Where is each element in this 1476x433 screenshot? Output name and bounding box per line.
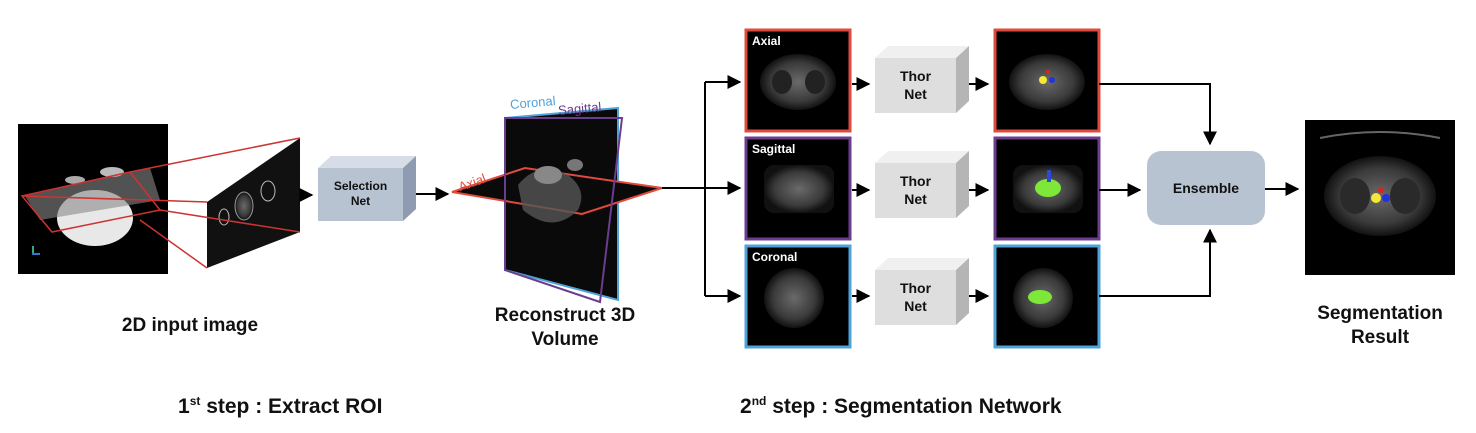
volume-caption-line-1: Reconstruct 3D xyxy=(494,305,636,326)
step1-text: step : Extract ROI xyxy=(200,395,383,418)
step1-num: 1 xyxy=(178,395,190,418)
step2-sup: nd xyxy=(751,394,767,408)
input-3d-render xyxy=(18,124,168,274)
step2-num: 2 xyxy=(740,395,752,418)
ensemble-label: Ensemble xyxy=(1172,180,1240,196)
thor-net-2-line-1: Thor xyxy=(899,173,932,189)
arrows-from-thornets xyxy=(969,77,990,303)
thor-net-label-2: Thor Net xyxy=(875,172,956,208)
arrows-to-ensemble xyxy=(1099,83,1217,297)
result-image xyxy=(1305,120,1455,275)
output-panel-axial xyxy=(993,28,1101,133)
result-caption: Segmentation Result xyxy=(1290,302,1470,350)
thor-net-label-3: Thor Net xyxy=(875,279,956,315)
result-caption-line-2: Result xyxy=(1350,327,1410,348)
step2-text: step : Segmentation Network xyxy=(766,395,1062,418)
view-tag-axial: Axial xyxy=(752,34,781,48)
view-panel-axial xyxy=(744,28,852,133)
thor-net-box-1 xyxy=(875,46,969,113)
volume-caption: Reconstruct 3D Volume xyxy=(470,304,660,352)
thor-net-3-line-2: Net xyxy=(904,298,927,314)
thor-net-1-line-2: Net xyxy=(904,86,927,102)
view-tag-coronal: Coronal xyxy=(752,250,798,264)
arrows-to-thornets xyxy=(852,77,871,303)
step1-label: 1st step : Extract ROI xyxy=(178,394,382,419)
view-panel-coronal xyxy=(744,244,852,349)
roi-zoom-lines xyxy=(20,137,301,269)
selection-net-line-2: Net xyxy=(350,194,371,208)
output-panel-sagittal xyxy=(993,136,1101,241)
selection-net-line-1: Selection xyxy=(333,179,388,193)
thor-net-3-line-1: Thor xyxy=(899,280,932,296)
thor-net-box-3 xyxy=(875,258,969,325)
selection-net-label: Selection Net xyxy=(318,179,403,209)
thor-net-2-line-2: Net xyxy=(904,191,927,207)
thor-net-1-line-1: Thor xyxy=(899,68,932,84)
thor-net-label-1: Thor Net xyxy=(875,67,956,103)
volume-planes xyxy=(451,106,663,304)
selection-net-box xyxy=(318,156,416,221)
thor-net-box-2 xyxy=(875,151,969,218)
input-caption: 2D input image xyxy=(121,315,259,336)
step2-label: 2nd step : Segmentation Network xyxy=(740,394,1062,419)
ensemble-box xyxy=(1147,151,1265,225)
view-panel-sagittal xyxy=(744,136,852,241)
step1-sup: st xyxy=(189,394,201,408)
view-tag-sagittal: Sagittal xyxy=(752,142,796,156)
input-slice-panel xyxy=(207,138,300,268)
volume-caption-line-2: Volume xyxy=(531,329,599,350)
output-panel-coronal xyxy=(993,244,1101,349)
result-caption-line-1: Segmentation xyxy=(1317,303,1443,324)
branch-arrows xyxy=(662,75,742,303)
